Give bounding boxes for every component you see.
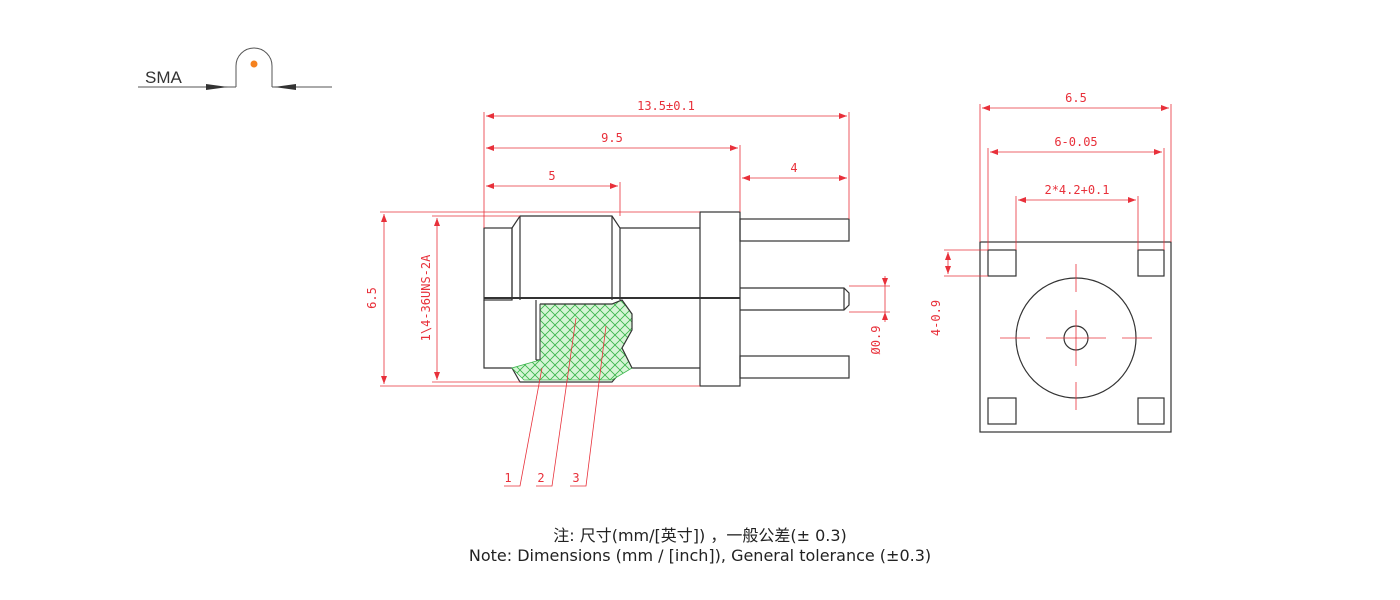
dim-thread-spec: 1\4-36UNS-2A bbox=[419, 254, 433, 341]
sma-label: SMA bbox=[145, 68, 183, 87]
dim-pin-size: 4-0.9 bbox=[929, 300, 943, 336]
callout-2: 2 bbox=[537, 471, 544, 485]
dim-pin-length: 4 bbox=[790, 161, 797, 175]
sma-symbol: SMA bbox=[138, 47, 332, 90]
dim-height: 6.5 bbox=[365, 287, 379, 309]
callout-3: 3 bbox=[572, 471, 579, 485]
note-chinese: 注: 尺寸(mm/[英寸]) ，一般公差(± 0.3) bbox=[553, 526, 847, 545]
center-crosshair bbox=[1000, 264, 1152, 410]
front-view bbox=[979, 241, 1172, 433]
dim-overall-length: 13.5±0.1 bbox=[637, 99, 695, 113]
dim-thread-length: 5 bbox=[548, 169, 555, 183]
dim-front-width: 6.5 bbox=[1065, 91, 1087, 105]
hatched-section bbox=[511, 299, 633, 381]
dim-body-length: 9.5 bbox=[601, 131, 623, 145]
dim-pin-span: 6-0.05 bbox=[1054, 135, 1097, 149]
dim-pin-diameter: Ø0.9 bbox=[869, 326, 883, 355]
callout-1: 1 bbox=[504, 471, 511, 485]
center-pin-icon bbox=[250, 60, 258, 68]
side-view bbox=[483, 211, 850, 387]
dim-pin-pitch: 2*4.2+0.1 bbox=[1044, 183, 1109, 197]
note-english: Note: Dimensions (mm / [inch]), General … bbox=[468, 546, 932, 565]
